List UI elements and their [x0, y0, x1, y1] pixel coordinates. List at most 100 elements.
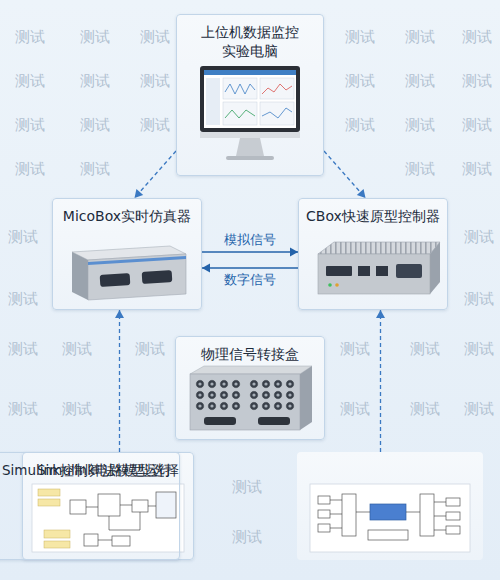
- watermark: 测试: [62, 400, 92, 418]
- breakout-box-picture-part: [274, 402, 283, 411]
- circuit-model-screenshot-part: [44, 530, 70, 538]
- simulator-picture: [72, 246, 186, 300]
- box-fill-part: [175, 336, 325, 440]
- circuit-model-screenshot-part: [38, 489, 60, 496]
- watermark: 测试: [8, 400, 38, 418]
- watermark: 测试: [410, 340, 440, 358]
- monitor-picture-part: [200, 132, 300, 138]
- controller-picture-part: [318, 254, 430, 294]
- connector-line: [119, 310, 120, 452]
- circuit-model-screenshot-part: [32, 484, 184, 552]
- breakout-box-picture-part: [258, 417, 290, 425]
- controller-picture-part: [328, 283, 332, 287]
- simulator-picture-part: [72, 252, 88, 300]
- monitor-picture-part: [236, 138, 264, 156]
- box-heading: Simulink控制算法模型运行: [2, 461, 172, 479]
- watermark: 测试: [464, 290, 494, 308]
- watermark: 测试: [8, 290, 38, 308]
- model-box: Simulink控制算法模型运行: [0, 452, 180, 560]
- watermark: 测试: [462, 28, 492, 46]
- watermark: 测试: [405, 28, 435, 46]
- breakout-box-picture-part: [232, 402, 241, 411]
- watermark: 测试: [135, 400, 165, 418]
- breakout-box-picture-part: [300, 366, 312, 430]
- breakout-box-picture-part: [286, 391, 295, 400]
- box-heading: CBox快速原型控制器: [306, 207, 440, 225]
- dashed-arrow: [115, 310, 124, 452]
- breakout-box-picture-part: [262, 402, 271, 411]
- circuit-model-screenshot-part: [98, 540, 112, 541]
- control-model-screenshot-part: [318, 496, 330, 504]
- breakout-box-picture-part: [204, 417, 236, 425]
- circuit-model-screenshot-part: [38, 499, 60, 506]
- watermark: 测试: [8, 228, 38, 246]
- simulator-picture-part: [100, 273, 131, 287]
- controller-picture-part: [326, 266, 352, 276]
- controller-box: CBox快速原型控制器: [298, 198, 448, 310]
- watermark: 测试: [140, 116, 170, 134]
- circuit-model-screenshot-part: [132, 500, 148, 512]
- monitor-picture: [200, 66, 300, 160]
- watermark: 测试: [340, 400, 370, 418]
- watermark: 测试: [345, 28, 375, 46]
- watermark: 测试: [405, 116, 435, 134]
- breakout-box-picture-part: [274, 380, 283, 389]
- box-heading: 物理信号转接盒: [201, 345, 299, 363]
- connector-line: [202, 267, 298, 269]
- controller-picture-part: [396, 264, 422, 278]
- control-model-screenshot-part: [318, 524, 330, 532]
- control-model-screenshot-part: [446, 498, 460, 506]
- watermark: 测试: [80, 28, 110, 46]
- breakout-box-picture: [190, 366, 312, 430]
- controller-picture-part: [318, 242, 440, 254]
- box-fill-part: [52, 198, 202, 310]
- watermark: 测试: [345, 116, 375, 134]
- controller-picture: [318, 242, 440, 294]
- simulator-box: MicoBox实时仿真器: [52, 198, 202, 310]
- breakout-box-picture-part: [262, 380, 271, 389]
- breakout-box-picture-part: [196, 380, 205, 389]
- watermark: 测试: [15, 72, 45, 90]
- control-model-screenshot-part: [342, 494, 356, 536]
- control-model-screenshot-part: [318, 510, 330, 518]
- signal-label: 模拟信号: [222, 232, 278, 248]
- monitor-picture-part: [260, 78, 294, 99]
- control-model-screenshot-part: [446, 512, 460, 520]
- monitor-picture-part: [223, 102, 257, 125]
- watermark: 测试: [232, 528, 262, 546]
- watermark: 测试: [135, 340, 165, 358]
- circuit-model-screenshot-part: [98, 494, 120, 516]
- controller-picture-part: [335, 283, 339, 287]
- arrow-head: [376, 310, 385, 318]
- arrow-head: [135, 189, 144, 198]
- circuit-model-screenshot-part: [156, 492, 176, 518]
- watermark: 测试: [15, 28, 45, 46]
- connector-line: [202, 251, 298, 253]
- breakout-box-picture-part: [274, 391, 283, 400]
- box-subheading: 实验电脑: [222, 42, 278, 60]
- watermark: 测试: [232, 478, 262, 496]
- watermark: 测试: [462, 160, 492, 178]
- watermark: 测试: [464, 400, 494, 418]
- breakout-box-picture-part: [208, 391, 217, 400]
- box-fill-part: [298, 198, 448, 310]
- monitor-picture-part: [225, 84, 255, 94]
- watermark: 测试: [405, 72, 435, 90]
- controller-picture-part: [430, 242, 440, 294]
- circuit-model-screenshot-part: [112, 536, 130, 546]
- breakout-box-picture-part: [220, 380, 229, 389]
- box-heading: MicoBox实时仿真器: [63, 207, 191, 225]
- dashed-arrow: [324, 151, 366, 198]
- watermark: 测试: [80, 72, 110, 90]
- dashed-arrow: [376, 310, 385, 452]
- watermark: 测试: [80, 160, 110, 178]
- breakout-box-picture-part: [250, 380, 259, 389]
- watermark: 测试: [462, 72, 492, 90]
- breakout-box-picture-part: [220, 402, 229, 411]
- simulator-picture-part: [88, 256, 186, 265]
- watermark: 测试: [62, 340, 92, 358]
- controller-picture-part: [358, 266, 370, 276]
- circuit-model-screenshot: [32, 484, 184, 552]
- control-model-screenshot-part: [310, 484, 470, 552]
